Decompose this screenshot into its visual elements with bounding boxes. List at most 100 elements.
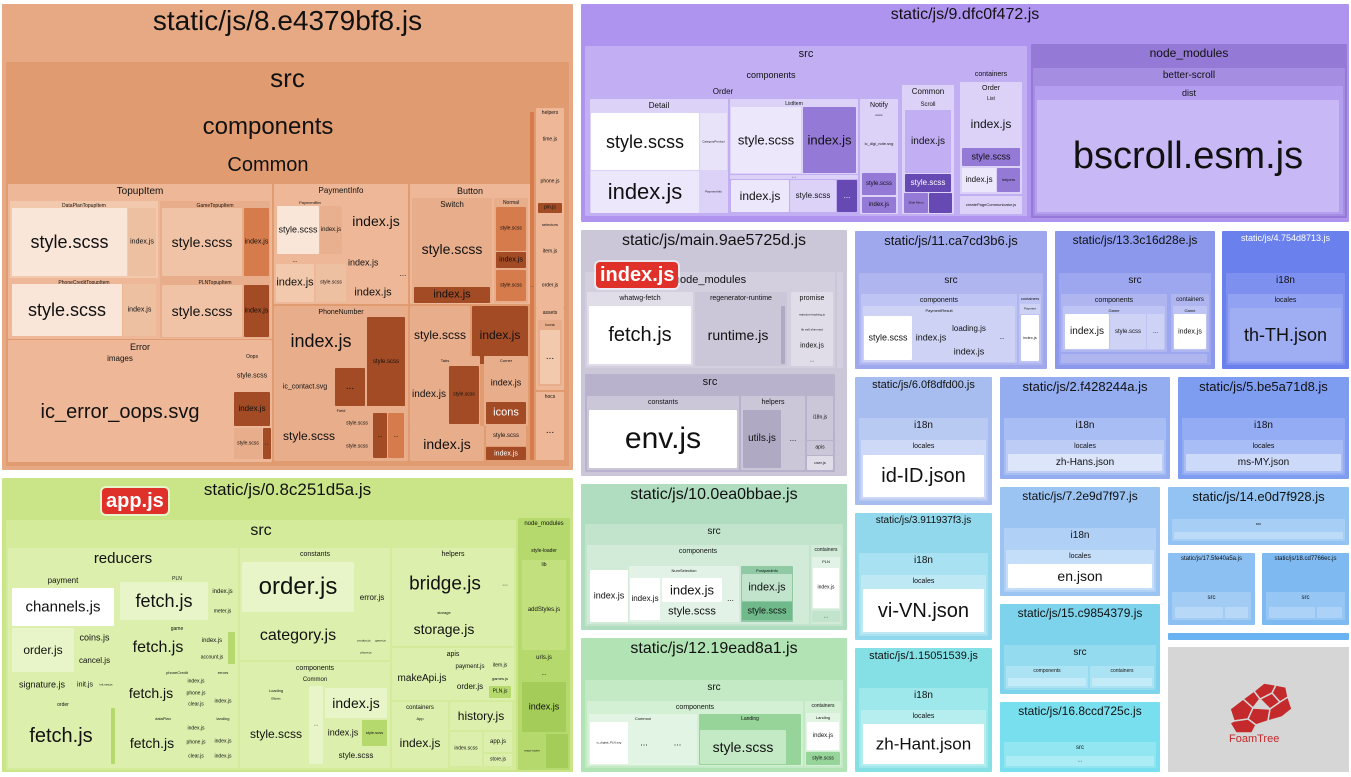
- cell-c0-f2[interactable]: fetch.js: [120, 582, 208, 620]
- cell-cm-utils[interactable]: utils.js: [743, 410, 781, 468]
- cell-c17-b1[interactable]: [1175, 607, 1223, 618]
- cell-c8-order[interactable]: order.js: [538, 268, 562, 304]
- cell-c13-s1[interactable]: style.scss: [1110, 314, 1146, 349]
- cell-c0-sig[interactable]: signature.js: [12, 674, 72, 696]
- cell-cm-env[interactable]: env.js: [589, 410, 737, 468]
- cell-c8-oops-svg[interactable]: ic_error_oops.svg: [12, 364, 228, 459]
- cell-c8-i10[interactable]: index.js: [414, 287, 490, 303]
- cell-c11-ld[interactable]: loading.js: [950, 316, 988, 342]
- cell-c8-sel[interactable]: selectors: [538, 214, 562, 236]
- cell-c0-ierr[interactable]: index.js: [211, 694, 235, 710]
- cell-c12-i1[interactable]: index.js: [807, 722, 839, 750]
- cell-c0-ci1[interactable]: index.js: [325, 688, 387, 718]
- cell-c13-d[interactable]: ...: [1147, 314, 1164, 349]
- cell-c8-i2[interactable]: index.js: [244, 208, 269, 276]
- cell-c8-s13[interactable]: style.scss: [342, 436, 372, 458]
- cell-c0-ord[interactable]: order.js: [12, 628, 74, 672]
- cell-c8-pin[interactable]: pin.js: [538, 203, 562, 213]
- cell-c8-i8[interactable]: index.js: [348, 246, 378, 279]
- cell-c0-err[interactable]: error.js: [356, 562, 388, 634]
- cell-c0-prod[interactable]: product.js: [356, 635, 372, 646]
- cell-c0-ordjs[interactable]: order.js: [242, 562, 354, 612]
- cell-cm-hd[interactable]: ...: [783, 410, 803, 468]
- cell-c0-idp[interactable]: index.js: [185, 722, 207, 736]
- cell-c0-ci2[interactable]: index.js: [325, 720, 361, 746]
- cell-c0-ell[interactable]: Ellipsis: [245, 694, 307, 704]
- cell-c0-ipc[interactable]: index.js: [183, 676, 209, 687]
- cell-c8-phone[interactable]: phone.js: [538, 162, 562, 202]
- cell-c12-s1[interactable]: style.scss: [700, 730, 786, 764]
- cell-c10-i5[interactable]: index.js: [813, 568, 839, 608]
- cell-c0-gen[interactable]: game.js: [373, 635, 388, 646]
- cell-c0-f1d[interactable]: [111, 708, 115, 764]
- cell-c3-vi[interactable]: vi-VN.json: [863, 589, 984, 632]
- cell-cm-lib[interactable]: lib es6 shimmed: [792, 324, 832, 336]
- cell-c0-ch[interactable]: channels.js: [12, 588, 114, 626]
- cell-cbar[interactable]: [1168, 633, 1349, 640]
- cell-c8-ic-d[interactable]: ...: [540, 330, 560, 384]
- cell-c0-phone[interactable]: phone.js: [183, 688, 209, 699]
- cell-c12-d2[interactable]: ...: [660, 722, 695, 764]
- cell-cm-i18n[interactable]: i18n.js: [807, 396, 833, 440]
- cell-c7-en[interactable]: en.json: [1008, 564, 1152, 588]
- cell-c0-f1[interactable]: fetch.js: [12, 708, 110, 764]
- cell-c2-zh[interactable]: zh-Hans.json: [1008, 454, 1162, 471]
- cell-cm-rt[interactable]: runtime.js: [697, 306, 779, 364]
- cell-c10-i3[interactable]: index.js: [662, 578, 722, 602]
- cell-c8-s12[interactable]: style.scss: [342, 413, 372, 435]
- cell-c0-inew[interactable]: init.new.js: [98, 674, 114, 696]
- cell-c0-idx2[interactable]: index.js: [211, 750, 235, 764]
- cell-c13-i2[interactable]: index.js: [1174, 314, 1206, 349]
- cell-c0-acc[interactable]: account.js: [197, 651, 227, 664]
- cell-c0-clear[interactable]: clear.js: [183, 700, 209, 710]
- cell-c0-f5[interactable]: fetch.js: [120, 722, 184, 764]
- cell-c11-i3[interactable]: index.js: [1021, 315, 1039, 361]
- cell-c8-pay-d[interactable]: ...: [276, 258, 314, 264]
- cell-c0-cl2[interactable]: clear.js: [185, 750, 207, 764]
- cell-c9-i5[interactable]: index.js: [905, 110, 951, 173]
- cell-c8-comp-l[interactable]: components: [6, 112, 530, 142]
- cell-cm-rt2[interactable]: [781, 306, 785, 364]
- cell-c8-s1[interactable]: style.scss: [12, 208, 127, 276]
- cell-c10-d2[interactable]: [795, 558, 807, 622]
- cell-c11-s1[interactable]: style.scss: [864, 316, 912, 360]
- cell-c8-s2[interactable]: style.scss: [162, 208, 242, 276]
- cell-c0-phjs[interactable]: phone.js: [356, 647, 376, 658]
- cell-c8-s11[interactable]: style.scss: [278, 413, 340, 458]
- cell-c0-init[interactable]: init.js: [73, 674, 97, 696]
- cell-c9-i3[interactable]: index.js: [731, 180, 789, 212]
- cell-c8-i12[interactable]: index.js: [276, 317, 366, 365]
- cell-c0-igm[interactable]: index.js: [197, 632, 227, 650]
- cell-c8-f-d2[interactable]: ...: [388, 413, 404, 458]
- cell-c4-th[interactable]: th-TH.json: [1230, 308, 1341, 361]
- cell-c0-ld[interactable]: ...: [309, 686, 323, 764]
- cell-c8-s4[interactable]: style.scss: [162, 285, 242, 337]
- cell-c8-s6[interactable]: style.scss: [316, 264, 346, 302]
- cell-c0-nmy[interactable]: [546, 734, 568, 768]
- cell-c8-item[interactable]: item.js: [538, 237, 562, 267]
- cell-c9-s1[interactable]: style.scss: [591, 113, 699, 170]
- cell-c12-d3[interactable]: [787, 730, 800, 764]
- cell-c9-s4[interactable]: style.scss: [862, 173, 896, 195]
- cell-c8-hocs-d[interactable]: ...: [538, 404, 562, 458]
- cell-cm-apis[interactable]: apis: [807, 441, 833, 455]
- cell-c8-pay-d2[interactable]: ...: [398, 246, 408, 302]
- cell-c1-zh[interactable]: zh-Hant.json: [863, 724, 984, 764]
- cell-c9-bscroll[interactable]: bscroll.esm.js: [1037, 100, 1339, 212]
- cell-cm-fetch[interactable]: fetch.js: [589, 306, 691, 364]
- cell-c10-d1[interactable]: ...: [723, 578, 738, 620]
- cell-c9-i1[interactable]: index.js: [591, 171, 699, 213]
- cell-c10-s1[interactable]: style.scss: [662, 603, 722, 620]
- cell-c0-appjs[interactable]: app.js: [484, 732, 512, 752]
- cell-c10-i2[interactable]: index.js: [630, 578, 660, 620]
- cell-c9-create[interactable]: createPageCommunicator.js: [960, 196, 1022, 214]
- cell-c9-i6[interactable]: index.js: [963, 101, 1019, 147]
- cell-c15-b2[interactable]: [1092, 678, 1152, 686]
- cell-c0-nmi[interactable]: index.js: [522, 682, 566, 732]
- cell-c11-d[interactable]: ...: [990, 316, 1014, 360]
- cell-c8-s16[interactable]: style.scss: [486, 426, 526, 446]
- cell-cm-rej[interactable]: rejection-tracking.js: [792, 307, 832, 323]
- cell-c0-ordjs2[interactable]: order.js: [452, 676, 488, 698]
- cell-c5-ms[interactable]: ms-MY.json: [1186, 454, 1341, 471]
- cell-cm-user[interactable]: user.js: [807, 456, 833, 470]
